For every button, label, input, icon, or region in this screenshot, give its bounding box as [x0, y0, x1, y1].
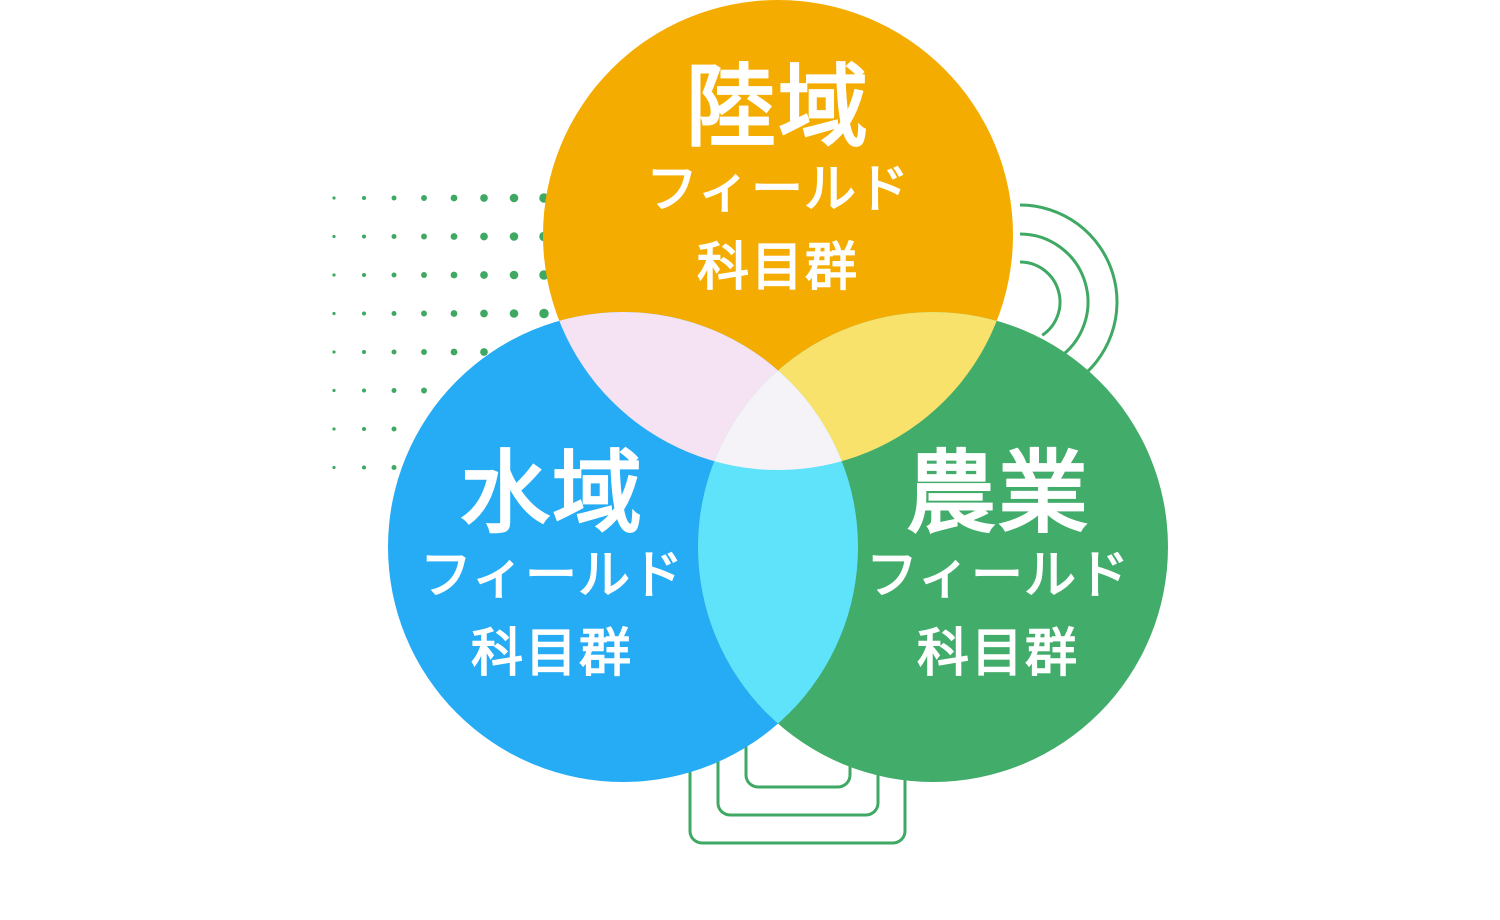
- center-overlap: [698, 312, 858, 470]
- dot: [421, 233, 427, 240]
- agriculture-field-subtitle: フィールド: [866, 545, 1130, 606]
- dot: [539, 308, 549, 319]
- dot: [421, 195, 427, 201]
- dot: [332, 273, 336, 277]
- dot: [332, 465, 336, 470]
- dot: [332, 427, 336, 431]
- dot: [421, 387, 427, 394]
- dot: [332, 196, 336, 200]
- agriculture-field-title: 農業: [906, 440, 1090, 546]
- dot: [421, 349, 427, 355]
- dot: [509, 193, 519, 203]
- land-field-caption: 科目群: [696, 237, 859, 298]
- concentric-arcs-icon: [1019, 203, 1119, 384]
- dot: [421, 272, 427, 278]
- dot: [361, 234, 367, 239]
- dot: [509, 309, 519, 318]
- dot: [480, 232, 488, 241]
- dot: [361, 426, 367, 432]
- dot: [391, 465, 397, 470]
- dot: [450, 233, 458, 240]
- water-field-label: 水域 フィールド 科目群: [382, 448, 722, 680]
- dot: [361, 311, 367, 316]
- dot: [332, 311, 336, 316]
- dot: [361, 465, 367, 470]
- dot: [480, 348, 488, 356]
- dot: [450, 310, 458, 317]
- dot: [391, 272, 397, 278]
- land-field-label: 陸域 フィールド 科目群: [608, 62, 948, 294]
- dot: [332, 388, 336, 393]
- dot: [361, 349, 367, 355]
- dot: [450, 271, 458, 279]
- arc-ring: [1019, 203, 1119, 384]
- water-field-caption: 科目群: [470, 623, 633, 684]
- dot: [391, 234, 397, 239]
- dot: [361, 195, 367, 201]
- dot: [509, 232, 519, 241]
- agriculture-field-caption: 科目群: [916, 623, 1079, 684]
- dot: [332, 350, 336, 354]
- dot: [391, 311, 397, 316]
- dot: [391, 388, 397, 393]
- dot: [480, 271, 488, 279]
- dot: [391, 426, 397, 432]
- agriculture-field-label: 農業 フィールド 科目群: [828, 448, 1168, 680]
- dot: [361, 388, 367, 393]
- dot: [509, 270, 519, 280]
- dot: [480, 194, 488, 202]
- dot: [391, 195, 397, 201]
- dot: [450, 194, 458, 202]
- dot: [332, 234, 336, 239]
- dot: [450, 348, 458, 356]
- arc-ring: [1019, 260, 1062, 337]
- dot: [361, 272, 367, 278]
- dot: [391, 349, 397, 355]
- land-field-title: 陸域: [686, 54, 870, 160]
- water-field-subtitle: フィールド: [420, 545, 684, 606]
- dot: [421, 310, 427, 317]
- arc-ring: [1019, 232, 1090, 360]
- water-field-title: 水域: [460, 440, 644, 546]
- land-field-subtitle: フィールド: [646, 159, 910, 220]
- dot: [480, 309, 488, 318]
